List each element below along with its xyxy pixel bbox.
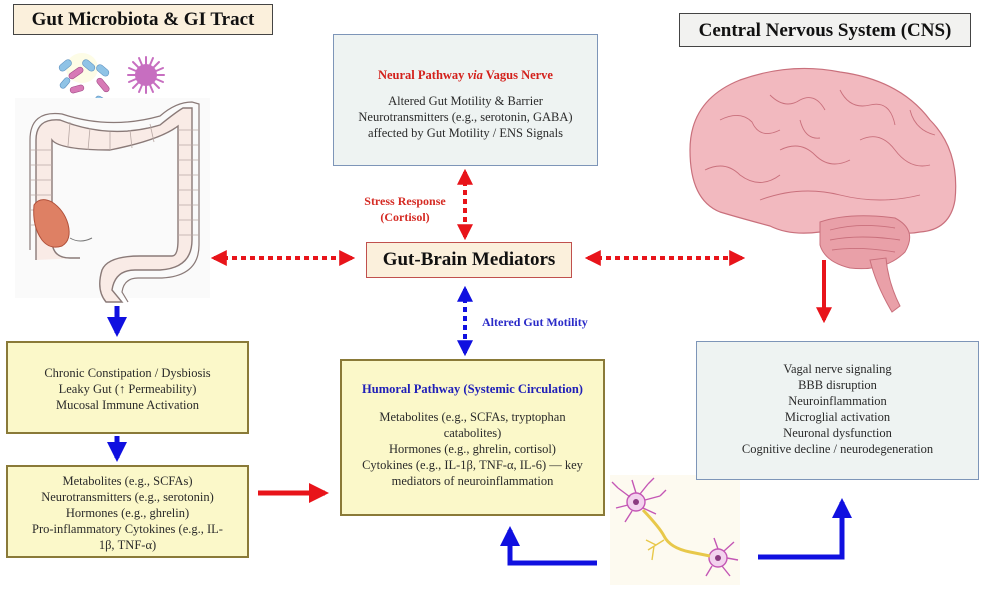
cns-effects-line: Vagal nerve signaling [783, 362, 892, 376]
gut-effects-line: Leaky Gut (↑ Permeability) [58, 382, 197, 396]
humoral-pathway-title: Humoral Pathway (Systemic Circulation) [362, 382, 583, 396]
humoral-pathway-box: Humoral Pathway (Systemic Circulation) M… [340, 359, 605, 516]
neuron-to-humoral-arrow [500, 526, 597, 566]
gut-effects-line: Chronic Constipation / Dysbiosis [44, 366, 211, 380]
cns-effects-line: Microglial activation [784, 410, 891, 424]
brain-icon [689, 67, 957, 313]
humoral-pathway-line: mediators of neuroinflammation [391, 474, 554, 488]
gut-brain-mediators-box: Gut-Brain Mediators [366, 242, 572, 278]
neural-pathway-line: Neurotransmitters (e.g., serotonin, GABA… [358, 110, 573, 124]
altered-gut-motility-label: Altered Gut Motility [482, 315, 588, 329]
gut-effects-line: Mucosal Immune Activation [55, 398, 200, 412]
gut-signals-line: Metabolites (e.g., SCFAs) [62, 474, 193, 488]
cns-effects-line: BBB disruption [798, 378, 877, 392]
gut-microbiota-title: Gut Microbiota & GI Tract [13, 4, 273, 35]
gut-effects-box: Chronic Constipation / Dysbiosis Leaky G… [6, 341, 249, 434]
neuron-icon [610, 475, 740, 585]
neural-pathway-line: affected by Gut Motility / ENS Signals [368, 126, 563, 140]
gut-signals-line: 1β, TNF-α) [98, 538, 157, 552]
gut-signals-box: Metabolites (e.g., SCFAs) Neurotransmitt… [6, 465, 249, 558]
colon-icon [15, 98, 210, 303]
gut-signals-line: Neurotransmitters (e.g., serotonin) [41, 490, 214, 504]
cns-effects-line: Neuroinflammation [788, 394, 887, 408]
neural-pathway-line: Altered Gut Motility & Barrier [388, 94, 543, 108]
cns-title: Central Nervous System (CNS) [679, 13, 971, 47]
gut-signals-line: Pro-inflammatory Cytokines (e.g., IL- [32, 522, 223, 536]
neural-pathway-title: Neural Pathway via Vagus Nerve [377, 68, 553, 82]
humoral-pathway-line: Cytokines (e.g., IL-1β, TNF-α, IL-6) — k… [362, 458, 583, 472]
cns-effects-box: Vagal nerve signaling BBB disruption Neu… [696, 341, 979, 480]
humoral-pathway-line: Hormones (e.g., ghrelin, cortisol) [389, 442, 556, 456]
cns-effects-line: Cognitive decline / neurodegeneration [741, 442, 934, 456]
stress-response-label: Stress Response (Cortisol) [364, 194, 446, 224]
gut-signals-line: Hormones (e.g., ghrelin) [65, 506, 190, 520]
bacteria-icon [58, 53, 165, 107]
neuron-to-cns-arrow [758, 498, 852, 560]
humoral-pathway-line: catabolites) [443, 426, 502, 440]
cns-effects-line: Neuronal dysfunction [783, 426, 892, 440]
neural-pathway-box: Neural Pathway via Vagus Nerve Altered G… [333, 34, 598, 166]
humoral-pathway-line: Metabolites (e.g., SCFAs, tryptophan [379, 410, 566, 424]
